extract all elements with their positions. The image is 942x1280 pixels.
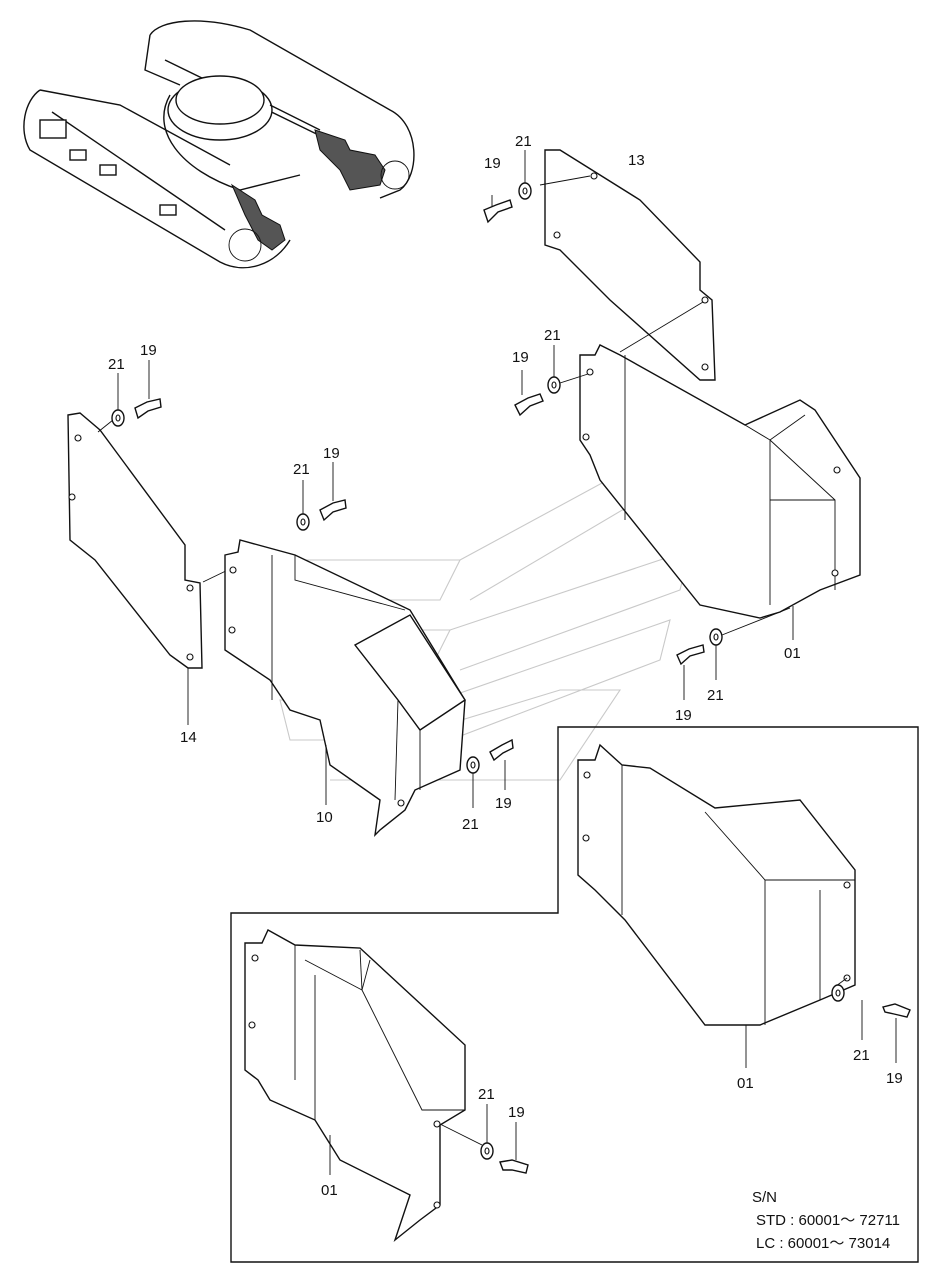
serial-number-note: S/N STD : 60001～ 72711 LC : 60001～ 73014: [752, 1186, 900, 1255]
washer-21-b: [547, 345, 589, 394]
part-10-center-body: [224, 539, 466, 837]
callout-19: 19: [323, 445, 340, 462]
bolt-19-g: [882, 1003, 911, 1063]
callout-21: 21: [707, 687, 724, 704]
callout-19: 19: [886, 1070, 903, 1087]
washer-21-h: [480, 1104, 494, 1160]
bolt-19-f: [676, 644, 705, 700]
washer-21-d: [296, 480, 310, 531]
part-01-inset-right: [577, 743, 856, 1068]
callout-19: 19: [512, 349, 529, 366]
serial-heading: S/N: [752, 1189, 778, 1206]
callout-10: 10: [316, 809, 333, 826]
washer-21-g: [831, 984, 863, 1040]
washer-21-c: [111, 373, 125, 427]
callout-13: 13: [628, 152, 645, 169]
part-01-inset-left: [244, 929, 483, 1243]
callout-21: 21: [478, 1086, 495, 1103]
callout-19: 19: [140, 342, 157, 359]
part-13-plate: [539, 149, 716, 381]
bolt-19-e: [489, 738, 514, 790]
callout-21: 21: [544, 327, 561, 344]
callout-21: 21: [462, 816, 479, 833]
bolt-19-d: [319, 462, 347, 522]
washer-21-e: [466, 756, 480, 808]
part-14-plate: [67, 412, 233, 725]
part-01-right-upper: [579, 344, 861, 619]
callout-21: 21: [293, 461, 310, 478]
callout-21: 21: [515, 133, 532, 150]
callout-01: 01: [321, 1182, 338, 1199]
serial-std: STD : 60001～ 72711: [756, 1212, 900, 1229]
callout-21: 21: [108, 356, 125, 373]
washer-21-a: [518, 150, 532, 200]
callout-19: 19: [495, 795, 512, 812]
undercarriage-thumbnail: [23, 20, 415, 269]
callout-01: 01: [784, 645, 801, 662]
callout-19: 19: [675, 707, 692, 724]
bolt-19-c: [134, 360, 162, 420]
callout-14: 14: [180, 729, 197, 746]
washer-21-f: [709, 606, 794, 680]
bolt-19-a: [483, 195, 513, 224]
bolt-19-h: [499, 1122, 529, 1174]
callout-01: 01: [737, 1075, 754, 1092]
serial-lc: LC : 60001～ 73014: [756, 1235, 891, 1252]
callout-19: 19: [508, 1104, 525, 1121]
callout-21: 21: [853, 1047, 870, 1064]
bolt-19-b: [514, 370, 544, 417]
variant-inset-frame: [230, 726, 919, 1263]
callout-19: 19: [484, 155, 501, 172]
